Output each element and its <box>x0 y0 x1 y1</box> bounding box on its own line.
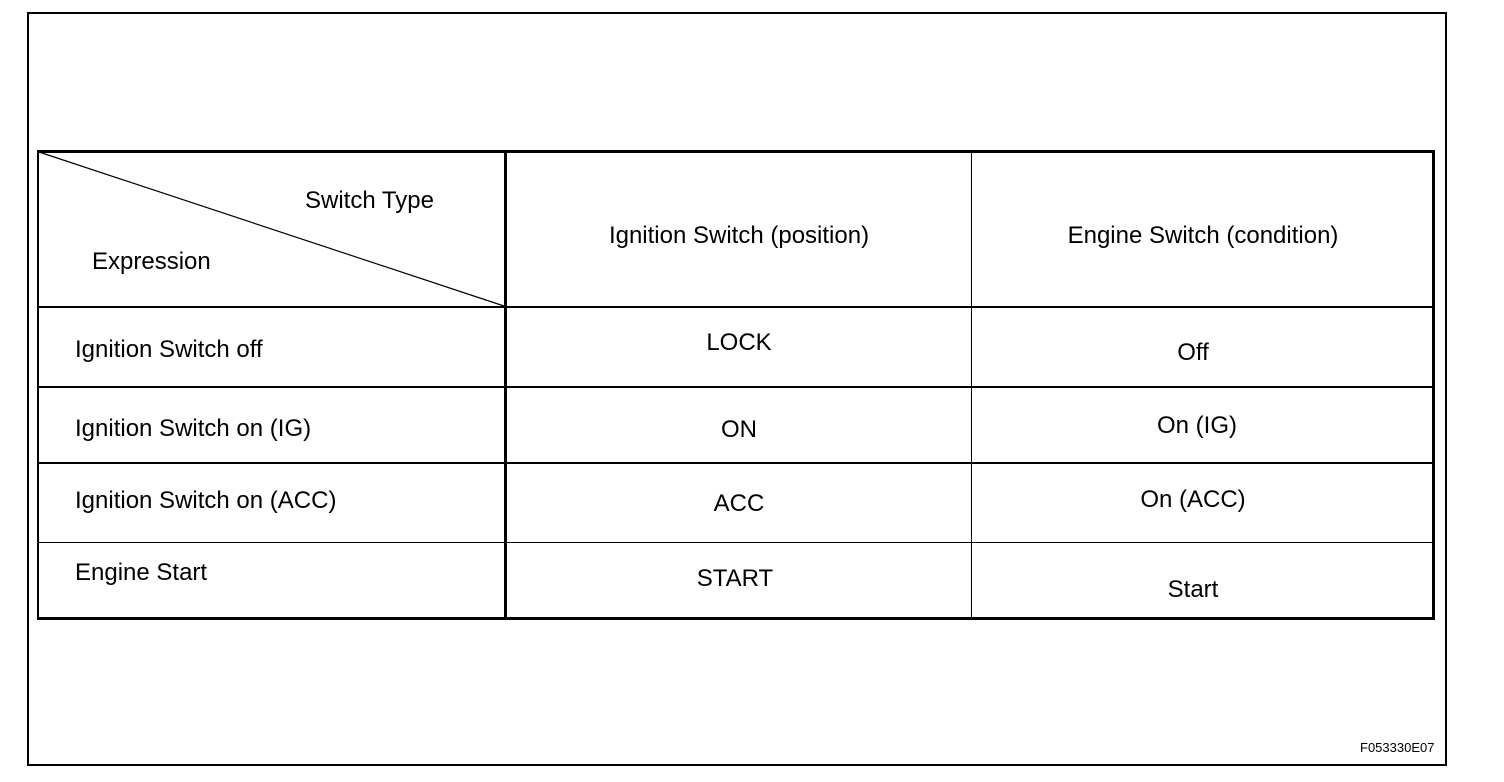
row-2-ignition: ON <box>721 416 757 443</box>
table-border-top <box>37 150 1435 153</box>
row-3-expression: Ignition Switch on (ACC) <box>75 487 337 514</box>
table-border-bottom <box>37 617 1435 620</box>
row-2-engine: On (IG) <box>1156 412 1237 439</box>
table-border-left <box>37 150 39 620</box>
row-4-expression: Engine Start <box>75 559 208 586</box>
header-engine-switch: Engine Switch (condition) <box>1067 222 1339 249</box>
table-rule-row-3 <box>37 542 1435 543</box>
row-3-ignition: ACC <box>713 490 765 517</box>
row-3-engine: On (ACC) <box>1140 486 1246 513</box>
table-rule-header <box>37 306 1435 308</box>
row-4-engine: Start <box>1167 576 1219 603</box>
table-rule-col-2 <box>971 150 972 620</box>
row-1-engine: Off <box>1177 339 1209 366</box>
table-rule-row-1 <box>37 386 1435 388</box>
table-rule-row-2 <box>37 462 1435 464</box>
corner-label-expression: Expression <box>92 248 211 275</box>
table-rule-col-1 <box>504 150 507 620</box>
row-1-ignition: LOCK <box>706 329 772 356</box>
corner-label-switch-type: Switch Type <box>305 187 434 214</box>
table-border-right <box>1432 150 1435 620</box>
figure-frame <box>27 12 1447 766</box>
header-ignition-switch: Ignition Switch (position) <box>608 222 870 249</box>
row-4-ignition: START <box>696 565 774 592</box>
row-1-expression: Ignition Switch off <box>75 336 263 363</box>
row-2-expression: Ignition Switch on (IG) <box>75 415 312 442</box>
figure-code: F053330E07 <box>1360 740 1435 755</box>
